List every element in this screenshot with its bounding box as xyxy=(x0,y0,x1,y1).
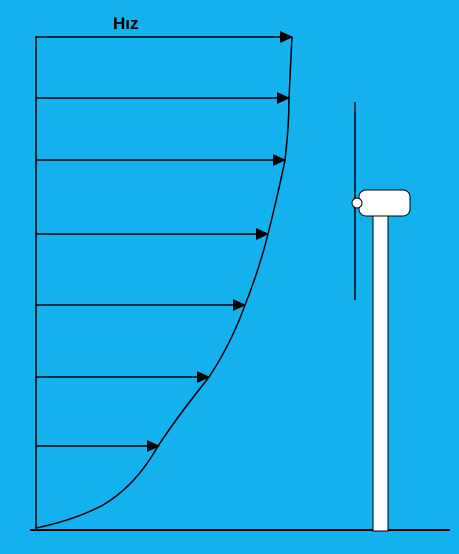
velocity-arrows xyxy=(36,31,293,452)
wind-turbine xyxy=(351,102,411,532)
turbine-hub xyxy=(351,197,363,209)
turbine-nacelle xyxy=(358,189,411,217)
velocity-label: Hız xyxy=(113,14,139,33)
velocity-profile-curve xyxy=(35,36,293,529)
turbine-tower xyxy=(372,205,389,532)
